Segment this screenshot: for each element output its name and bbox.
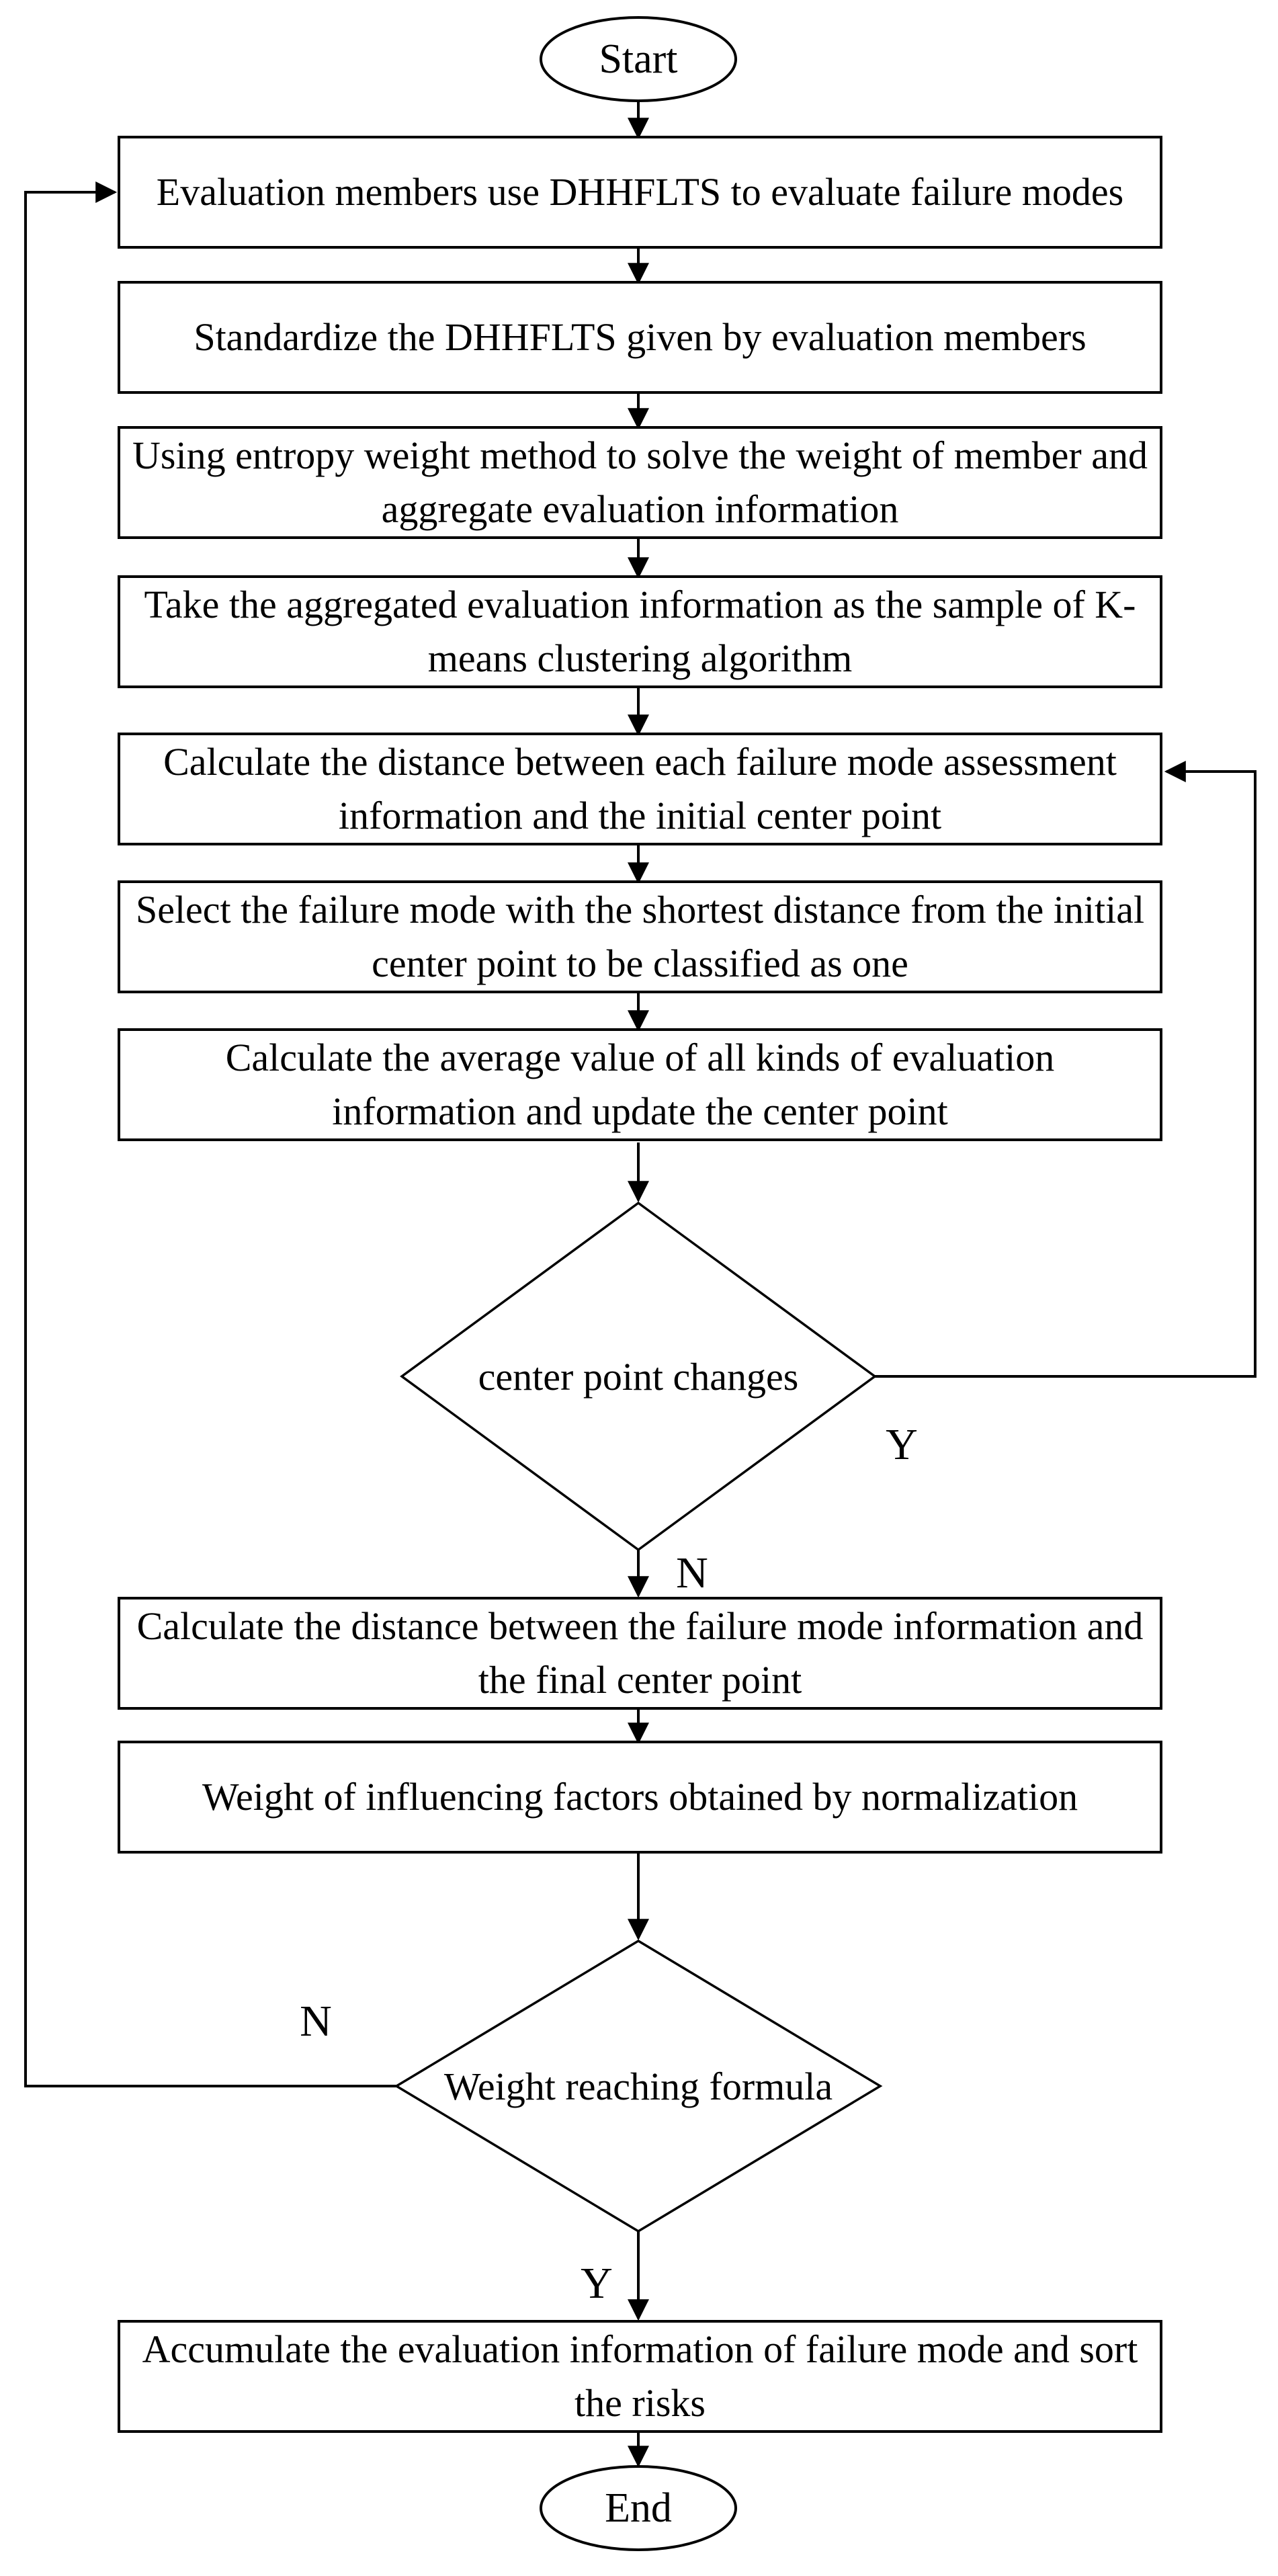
step-evaluate-box: Evaluation members use DHHFLTS to evalua… [118,136,1162,249]
decision-weight-reaching-formula-label: Weight reaching formula [443,2064,833,2108]
step-accumulate-sort-box: Accumulate the evaluation information of… [118,2320,1162,2433]
step-update-center-box: Calculate the average value of all kinds… [118,1028,1162,1141]
branch-no-label-decision1: N [676,1548,708,1597]
step-distance-initial-box: Calculate the distance between each fail… [118,733,1162,845]
branch-yes-label-decision2: Y [581,2259,613,2308]
step-standardize-box: Standardize the DHHFLTS given by evaluat… [118,281,1162,394]
feedback-no-line-decision2 [24,181,396,2087]
end-label: End [605,2485,672,2531]
step-select-shortest-box: Select the failure mode with the shortes… [118,880,1162,993]
feedback-yes-line-decision1 [875,761,1256,1378]
step-distance-final-box: Calculate the distance between the failu… [118,1597,1162,1710]
step-normalization-box: Weight of influencing factors obtained b… [118,1741,1162,1854]
decision-center-point-changes-label: center point changes [478,1354,799,1399]
step-entropy-weight-box: Using entropy weight method to solve the… [118,426,1162,539]
start-label: Start [599,36,678,82]
branch-no-label-decision2: N [300,1997,332,2046]
branch-yes-label-decision1: Y [886,1420,918,1469]
step-kmeans-sample-box: Take the aggregated evaluation informati… [118,575,1162,688]
